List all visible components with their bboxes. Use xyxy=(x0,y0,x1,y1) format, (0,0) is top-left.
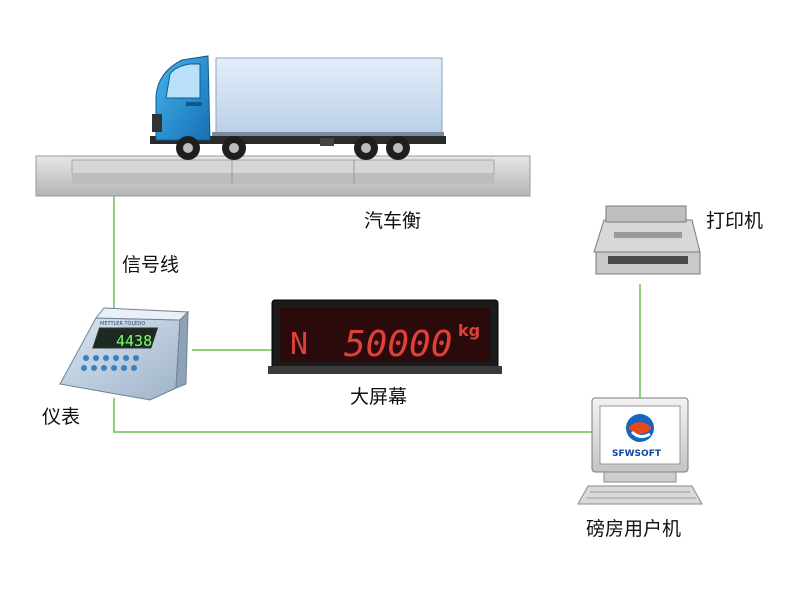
big-screen-unit: kg xyxy=(458,321,480,340)
indicator-keypad xyxy=(81,355,139,371)
signal-line-label: 信号线 xyxy=(122,254,180,276)
truck-wheels xyxy=(176,136,410,160)
truck-scale-label: 汽车衡 xyxy=(364,210,422,232)
big-screen-icon: N 50000 kg xyxy=(268,299,502,374)
truck-icon xyxy=(150,55,446,160)
printer-icon xyxy=(593,205,701,275)
monitor-logo-text: SFWSOFT xyxy=(612,449,662,459)
big-screen-label: 大屏幕 xyxy=(350,386,408,408)
weighbridge-platform xyxy=(35,155,531,197)
sfwsoft-logo-icon xyxy=(626,414,654,442)
pc-icon: SFWSOFT xyxy=(577,397,703,505)
big-screen-mode: N xyxy=(290,327,308,362)
big-screen-value: 50000 xyxy=(344,324,452,365)
weighing-indicator-icon: 4438 METTLER TOLEDO xyxy=(59,307,190,401)
indicator-reading: 4438 xyxy=(116,332,152,350)
instrument-label: 仪表 xyxy=(42,406,81,428)
indicator-brand: METTLER TOLEDO xyxy=(100,321,145,327)
weighroom-pc-label: 磅房用户机 xyxy=(586,518,682,540)
printer-label: 打印机 xyxy=(706,210,764,232)
indicator-pc-wire xyxy=(113,398,592,433)
keyboard-icon xyxy=(577,485,703,505)
